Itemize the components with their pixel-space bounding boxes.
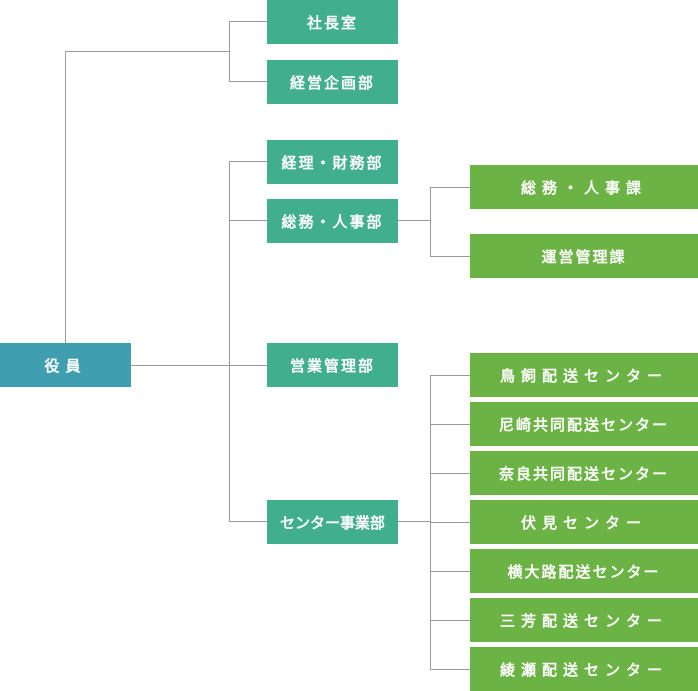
node-center: 横大路配送センター: [470, 549, 698, 593]
node-president-office: 社長室: [267, 0, 398, 44]
connector-line: [229, 81, 267, 82]
node-label: 運営管理課: [541, 247, 627, 266]
node-label: 綾瀬配送センター: [499, 660, 668, 679]
connector-line: [229, 21, 267, 22]
node-label: 経営企画部: [289, 73, 375, 92]
node-label: 三芳配送センター: [499, 611, 668, 630]
node-label: 総務・人事課: [520, 178, 647, 197]
node-label: 鳥飼配送センター: [499, 366, 668, 385]
connector-line: [229, 161, 230, 522]
node-label: 営業管理部: [289, 356, 375, 375]
node-general-hr-section: 総務・人事課: [470, 165, 698, 209]
connector-line: [430, 669, 470, 670]
node-planning-dept: 経営企画部: [267, 60, 398, 104]
connector-line: [430, 256, 470, 257]
node-sales-management-dept: 営業管理部: [267, 343, 398, 387]
connector-line: [131, 365, 267, 366]
connector-line: [229, 21, 230, 82]
node-label: 総務・人事部: [281, 212, 384, 231]
connector-line: [430, 375, 470, 376]
node-center: 奈良共同配送センター: [470, 451, 698, 495]
node-center: 三芳配送センター: [470, 598, 698, 642]
node-label: 伏見センター: [520, 513, 647, 532]
node-label: 奈良共同配送センター: [498, 464, 669, 483]
connector-line: [430, 424, 470, 425]
node-label: センター事業部: [279, 513, 385, 532]
node-center: 綾瀬配送センター: [470, 647, 698, 691]
node-center-business-dept: センター事業部: [267, 500, 398, 544]
connector-line: [430, 187, 470, 188]
node-label: 尼崎共同配送センター: [498, 415, 669, 434]
connector-line: [65, 51, 66, 343]
connector-line: [65, 51, 229, 52]
connector-line: [398, 220, 430, 221]
node-general-affairs-dept: 総務・人事部: [267, 199, 398, 243]
connector-line: [430, 473, 470, 474]
connector-line: [430, 522, 470, 523]
node-label: 経理・財務部: [281, 153, 384, 172]
node-label: 社長室: [306, 13, 358, 32]
node-center: 伏見センター: [470, 500, 698, 544]
node-finance-dept: 経理・財務部: [267, 140, 398, 184]
node-label: 横大路配送センター: [507, 562, 661, 581]
connector-line: [430, 620, 470, 621]
node-executives: 役員: [0, 343, 131, 387]
connector-line: [430, 571, 470, 572]
connector-line: [430, 187, 431, 257]
connector-line: [229, 521, 267, 522]
connector-line: [229, 220, 267, 221]
connector-line: [229, 161, 267, 162]
node-label: 役員: [44, 356, 87, 375]
node-center: 鳥飼配送センター: [470, 353, 698, 397]
connector-line: [398, 521, 430, 522]
node-center: 尼崎共同配送センター: [470, 402, 698, 446]
node-operations-section: 運営管理課: [470, 234, 698, 278]
